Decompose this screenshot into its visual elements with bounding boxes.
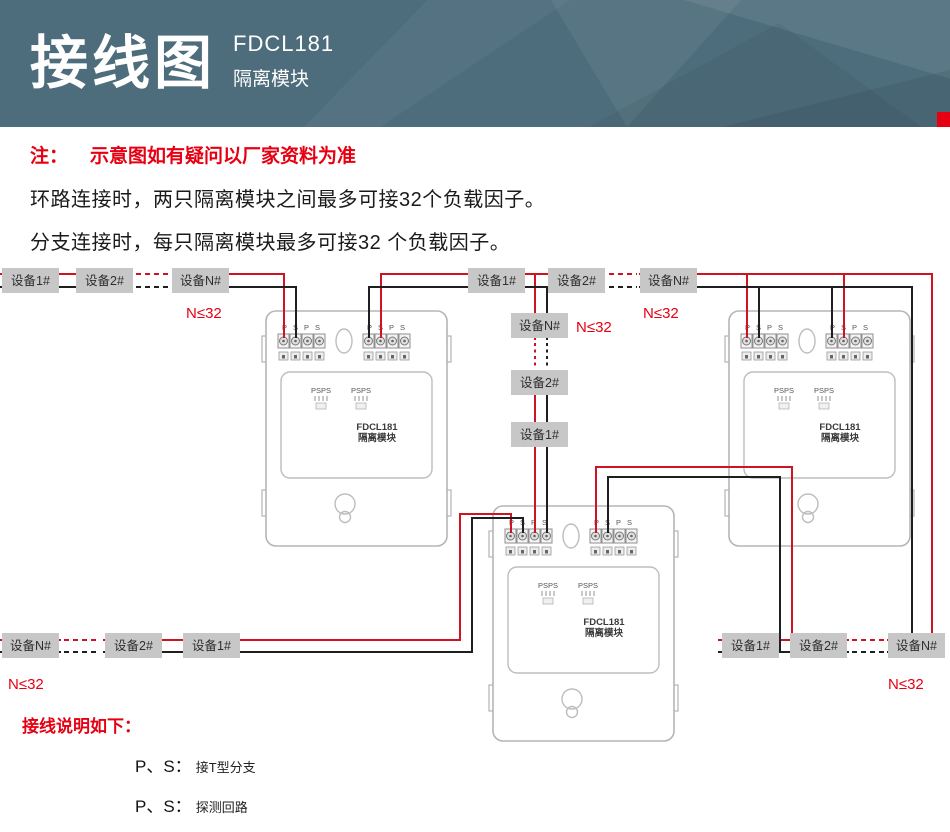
svg-text:设备1#: 设备1#: [477, 273, 516, 288]
warning-text: 示意图如有疑问以厂家资料为准: [90, 146, 357, 167]
red-corner-accent: [937, 112, 950, 127]
device-box-tl-1: 设备1#: [2, 268, 59, 293]
svg-text:设备1#: 设备1#: [192, 638, 231, 653]
svg-text:设备N#: 设备N#: [10, 638, 51, 653]
header-banner: 接线图 FDCL181 隔离模块: [0, 0, 950, 127]
device-box-bl-1: 设备1#: [183, 633, 240, 658]
isolation-module-top-left: [262, 311, 451, 546]
svg-text:设备2#: 设备2#: [114, 638, 153, 653]
note-line-branch: 分支连接时，每只隔离模块最多可接32 个负载因子。: [30, 232, 511, 254]
device-box-tr-n: 设备N#: [640, 268, 697, 293]
warning-note: 注： 示意图如有疑问以厂家资料为准: [30, 141, 910, 168]
device-box-mid-n: 设备N#: [511, 313, 568, 338]
svg-text:设备2#: 设备2#: [520, 375, 559, 390]
svg-text:设备1#: 设备1#: [520, 427, 559, 442]
device-box-tr-2: 设备2#: [548, 268, 605, 293]
model-name: 隔离模块: [233, 69, 310, 90]
device-box-bl-n: 设备N#: [2, 633, 59, 658]
svg-text:设备N#: 设备N#: [896, 638, 937, 653]
svg-text:设备N#: 设备N#: [648, 273, 689, 288]
device-box-mid-2: 设备2#: [511, 370, 568, 395]
device-box-bl-2: 设备2#: [105, 633, 162, 658]
device-box-br-2: 设备2#: [790, 633, 847, 658]
warning-prefix: 注：: [30, 146, 69, 167]
svg-text:设备2#: 设备2#: [85, 273, 124, 288]
svg-text:设备1#: 设备1#: [731, 638, 770, 653]
notes-section: 注： 示意图如有疑问以厂家资料为准 环路连接时，两只隔离模块之间最多可接32个负载…: [30, 141, 910, 269]
isolation-module-bottom-center: [489, 506, 678, 741]
device-box-tl-2: 设备2#: [76, 268, 133, 293]
limit-label-middle: N≤32: [576, 319, 612, 336]
note-line-loop: 环路连接时，两只隔离模块之间最多可接32个负载因子。: [30, 189, 546, 211]
page-title: 接线图: [30, 31, 217, 96]
limit-label-top-right: N≤32: [643, 305, 679, 322]
svg-text:设备2#: 设备2#: [557, 273, 596, 288]
device-box-br-1: 设备1#: [722, 633, 779, 658]
device-box-tr-1: 设备1#: [468, 268, 525, 293]
limit-label-bottom-right: N≤32: [888, 676, 924, 693]
device-box-tl-n: 设备N#: [172, 268, 229, 293]
svg-text:设备N#: 设备N#: [519, 318, 560, 333]
product-model-block: FDCL181 隔离模块: [233, 31, 334, 91]
device-box-br-n: 设备N#: [888, 633, 945, 658]
svg-text:设备2#: 设备2#: [799, 638, 838, 653]
wiring-red: [0, 273, 933, 641]
svg-text:设备N#: 设备N#: [180, 273, 221, 288]
svg-text:设备1#: 设备1#: [11, 273, 50, 288]
limit-label-top-left: N≤32: [186, 305, 222, 322]
model-number: FDCL181: [233, 31, 335, 56]
limit-label-bottom-left: N≤32: [8, 676, 44, 693]
isolation-module-top-right: [725, 311, 914, 546]
device-box-mid-1: 设备1#: [511, 422, 568, 447]
